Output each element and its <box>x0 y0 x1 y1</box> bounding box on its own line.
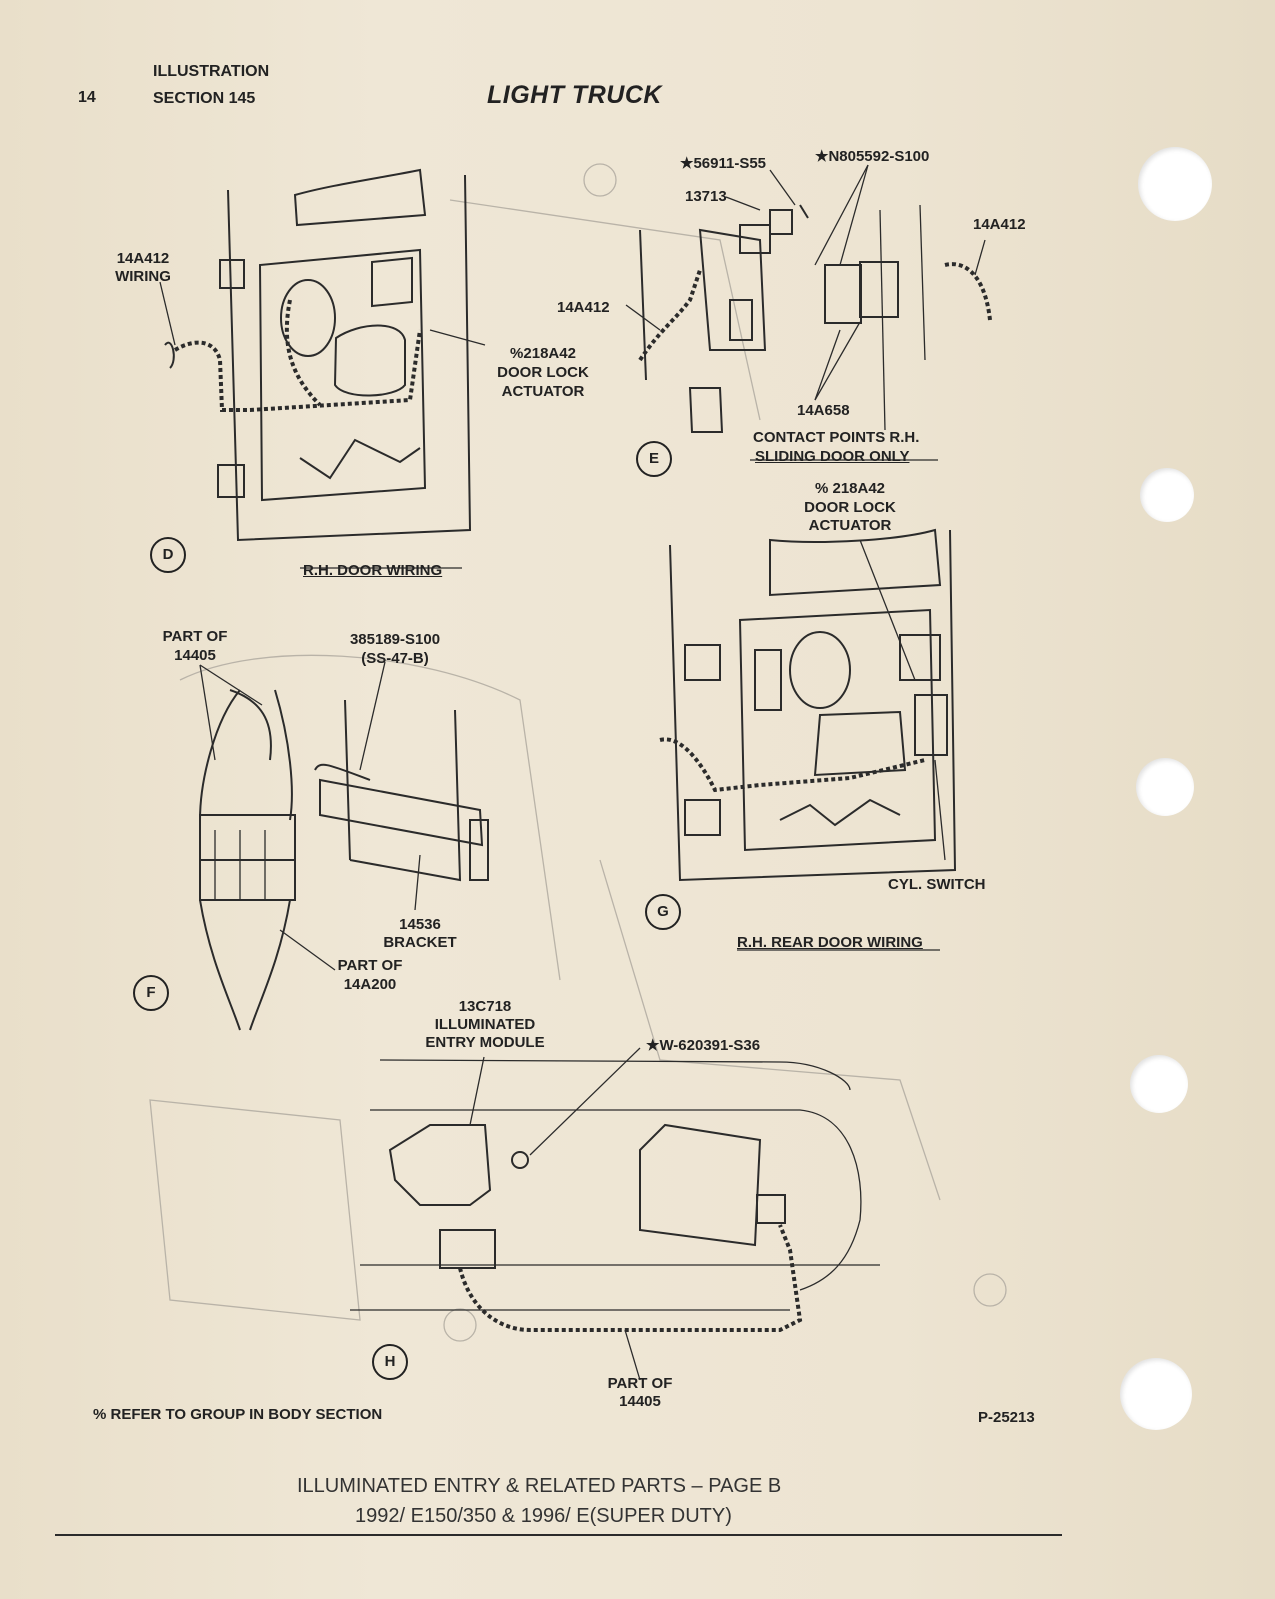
view-g-caption: R.H. REAR DOOR WIRING <box>737 934 923 951</box>
footer-caption-line1: ILLUMINATED ENTRY & RELATED PARTS – PAGE… <box>297 1475 782 1497</box>
view-h-label-14405: 14405 <box>619 1393 661 1410</box>
view-e-label-14a658: 14A658 <box>797 402 850 419</box>
binder-hole-3 <box>1136 758 1194 816</box>
binder-hole-1 <box>1138 147 1212 221</box>
view-f-bracket-drawing <box>199 661 489 1031</box>
view-e-label-14a412-left: 14A412 <box>557 299 610 316</box>
view-d-door-drawing <box>159 168 486 569</box>
section-label-line2: SECTION 145 <box>153 90 256 107</box>
view-f-label-bolt-spec: (SS-47-B) <box>361 650 429 667</box>
view-g-label-cyl-switch: CYL. SWITCH <box>888 876 986 893</box>
view-h-label-13c718: 13C718 <box>458 998 512 1015</box>
view-f-callout: F <box>133 975 169 1011</box>
view-d-label-actuator-code: %218A42 <box>510 345 576 362</box>
view-h-label-entry-module: ENTRY MODULE <box>425 1034 545 1051</box>
view-e-caption-line1: CONTACT POINTS R.H. <box>753 429 920 446</box>
view-d-label-actuator-1: DOOR LOCK <box>497 364 589 381</box>
view-f-label-partof-1: PART OF <box>162 628 228 645</box>
view-g-callout: G <box>645 894 681 930</box>
view-h-label-partof: PART OF <box>607 1375 673 1392</box>
view-h-callout: H <box>372 1344 408 1380</box>
view-e-label-14a412-right: 14A412 <box>973 216 1026 233</box>
view-e-contacts-drawing <box>625 164 992 461</box>
view-f-label-14405: 14405 <box>174 647 216 664</box>
view-h-label-fastener: ★W-620391-S36 <box>646 1037 761 1054</box>
view-e-label-screw: ★56911-S55 <box>680 155 767 172</box>
view-g-label-actuator-code: % 218A42 <box>814 480 886 497</box>
view-g-label-actuator-2: ACTUATOR <box>808 517 892 534</box>
view-f-label-bracket: BRACKET <box>383 934 457 951</box>
view-e-callout: E <box>636 441 672 477</box>
binder-hole-4 <box>1130 1055 1188 1113</box>
view-h-label-illuminated: ILLUMINATED <box>434 1016 536 1033</box>
view-f-label-partof-2: PART OF <box>337 957 403 974</box>
page-number: 14 <box>78 89 96 106</box>
view-d-caption: R.H. DOOR WIRING <box>303 562 443 579</box>
footer-note: % REFER TO GROUP IN BODY SECTION <box>93 1406 383 1423</box>
section-label-line1: ILLUSTRATION <box>153 63 270 80</box>
view-f-label-14a200: 14A200 <box>343 976 397 993</box>
view-g-label-actuator-1: DOOR LOCK <box>804 499 896 516</box>
binder-hole-5 <box>1120 1358 1192 1430</box>
footer-caption-line2: 1992/ E150/350 & 1996/ E(SUPER DUTY) <box>355 1505 732 1527</box>
bleed-through-ghost <box>149 163 1007 1342</box>
figure-code: P-25213 <box>978 1409 1035 1426</box>
view-d-label-part: 14A412 <box>116 250 170 267</box>
view-f-label-bolt: 385189-S100 <box>349 631 441 648</box>
view-d-label-actuator-2: ACTUATOR <box>501 383 585 400</box>
view-f-label-14536: 14536 <box>399 916 441 933</box>
view-e-label-nut: ★N805592-S100 <box>815 148 930 165</box>
view-h-module-drawing <box>350 1047 880 1381</box>
binder-hole-2 <box>1140 468 1194 522</box>
page-title: LIGHT TRUCK <box>487 81 662 109</box>
view-d-callout: D <box>150 537 186 573</box>
view-d-label-part-desc: WIRING <box>115 268 171 285</box>
view-e-label-13713: 13713 <box>685 188 727 205</box>
view-e-caption-line2: SLIDING DOOR ONLY <box>755 448 910 465</box>
view-g-rear-door-drawing <box>659 528 957 951</box>
